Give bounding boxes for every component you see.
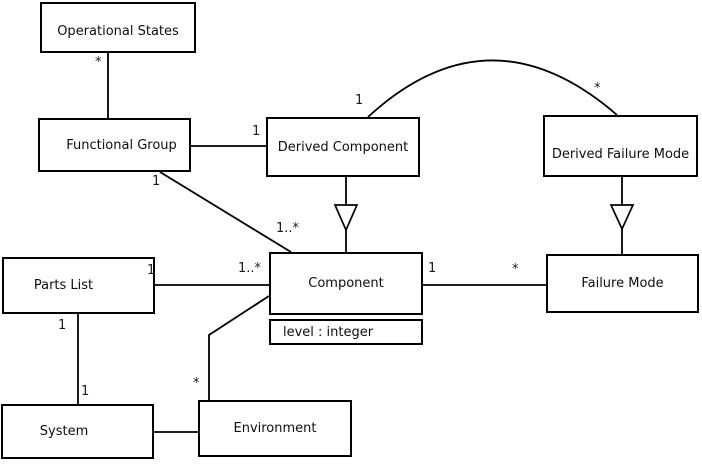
edge-functional-group-component xyxy=(159,171,292,253)
node-label: Derived Failure Mode xyxy=(551,146,690,162)
node-environment[interactable]: Environment xyxy=(198,400,352,457)
node-label: Parts List xyxy=(33,278,94,293)
node-operational-states[interactable]: Operational States xyxy=(40,2,196,53)
multiplicity-label-dc-arc: 1 xyxy=(355,93,364,108)
node-label: Environment xyxy=(233,421,317,436)
node-label: Derived Component xyxy=(277,139,409,155)
edge-derived-component-derived-failure-mode-arc xyxy=(367,59,618,118)
multiplicity-label-fg-comp-tgt: 1..* xyxy=(276,221,300,236)
node-parts-list[interactable]: Parts List xyxy=(2,257,155,314)
generalization-triangle-icon xyxy=(333,204,359,233)
multiplicity-label-comp-fm-tgt: * xyxy=(512,262,519,277)
node-failure-mode[interactable]: Failure Mode xyxy=(546,254,699,313)
node-label: Failure Mode xyxy=(581,276,664,291)
node-derived-failure-mode[interactable]: Derived Failure Mode xyxy=(543,115,698,177)
multiplicity-label-comp-fm-src: 1 xyxy=(428,261,437,276)
node-label: System xyxy=(39,424,89,439)
node-label: Functional Group xyxy=(66,137,177,153)
edge-component-environment xyxy=(208,295,270,400)
attribute-label: level : integer xyxy=(283,324,374,340)
multiplicity-label-fg-comp-src: 1 xyxy=(152,174,161,189)
multiplicity-label-dfm-arc: * xyxy=(594,81,601,96)
node-derived-component[interactable]: Derived Component xyxy=(266,117,420,177)
node-component[interactable]: Component xyxy=(269,252,423,315)
edge-generalization-derived-failure-mode-failure-mode xyxy=(609,177,635,254)
node-label: Component xyxy=(308,276,384,291)
multiplicity-label-pl-comp-src: 1 xyxy=(147,263,156,278)
multiplicity-label-os-fg: * xyxy=(95,55,102,70)
multiplicity-label-comp-env: * xyxy=(193,376,200,391)
multiplicity-label-fg-dc: 1 xyxy=(252,124,261,139)
node-component-attributes[interactable]: level : integer xyxy=(269,319,423,345)
edge-generalization-derived-component-component xyxy=(333,177,359,252)
multiplicity-label-pl-sys-tgt: 1 xyxy=(81,384,90,399)
node-label: Operational States xyxy=(57,23,179,39)
multiplicity-label-pl-sys-src: 1 xyxy=(58,318,67,333)
multiplicity-label-pl-comp-tgt: 1..* xyxy=(238,261,262,276)
generalization-triangle-icon xyxy=(609,204,635,232)
node-system[interactable]: System xyxy=(1,404,154,459)
node-functional-group[interactable]: Functional Group xyxy=(38,118,191,172)
